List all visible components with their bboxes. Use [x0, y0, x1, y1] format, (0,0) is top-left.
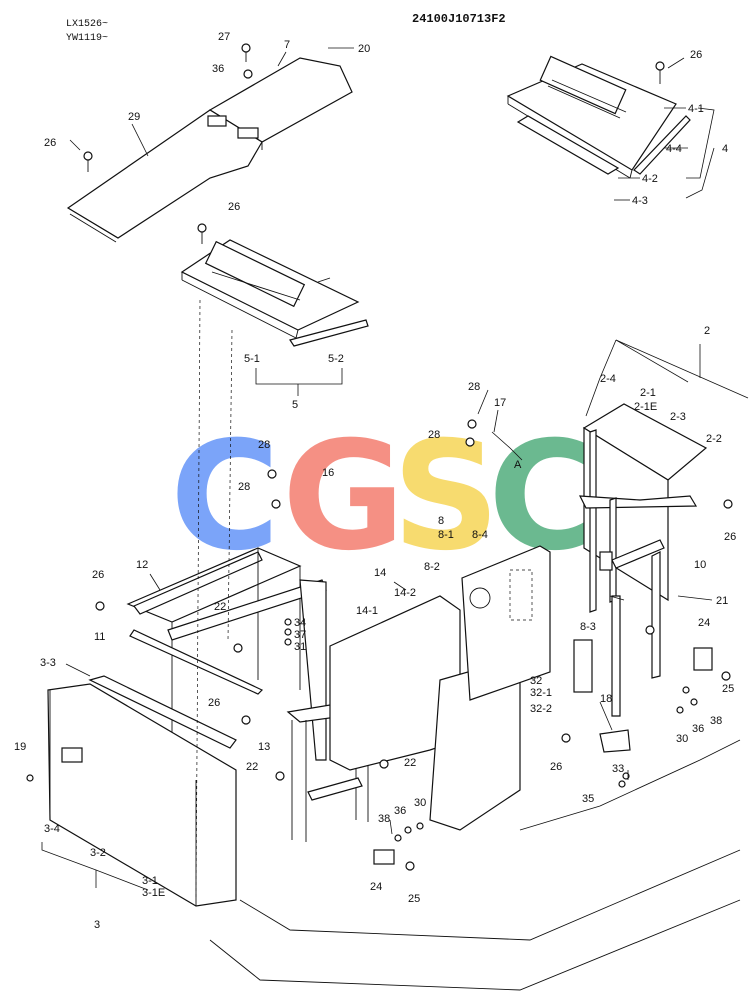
floor-mat-assembly: [180, 239, 369, 347]
callout: 10: [694, 559, 706, 571]
callout: 22: [214, 601, 226, 613]
drawing-code: 24100J10713F2: [412, 12, 506, 26]
callout: 33: [612, 763, 624, 775]
model-label: YW1119~: [66, 33, 108, 44]
rear-frame: [578, 403, 708, 717]
callout: 28: [468, 381, 480, 393]
callout: 36: [394, 805, 406, 817]
callout: 5-2: [328, 353, 344, 365]
callout: 32: [530, 675, 542, 687]
watermark-letter: S: [392, 410, 500, 584]
leader-lines: [41, 47, 749, 891]
fasteners: [26, 43, 733, 871]
callout: 22: [246, 761, 258, 773]
callout: 2-4: [600, 373, 616, 385]
callout: 4-4: [666, 143, 682, 155]
watermark: C G S C: [170, 410, 598, 584]
callout: 19: [14, 741, 26, 753]
callout: 11: [94, 631, 105, 643]
callout: 20: [358, 43, 370, 55]
callout: 28: [258, 439, 270, 451]
callout: 27: [218, 31, 230, 43]
callout: 3-3: [40, 657, 56, 669]
callout: 3-1E: [142, 887, 165, 899]
callout: 14-2: [394, 587, 416, 599]
callout: 36: [692, 723, 704, 735]
callout: 4-1: [688, 103, 704, 115]
callout: 4-3: [632, 195, 648, 207]
watermark-letter: G: [282, 410, 405, 584]
callout: A: [514, 459, 522, 471]
callout: 28: [428, 429, 440, 441]
callout: 26: [550, 761, 562, 773]
callout: 2: [704, 325, 710, 337]
callout: 2-1: [640, 387, 656, 399]
callout: 32-1: [530, 687, 552, 699]
callout: 31: [294, 641, 306, 653]
callout: 30: [676, 733, 688, 745]
callout: 38: [710, 715, 722, 727]
callout: 5-1: [244, 353, 260, 365]
callout: 8: [438, 515, 444, 527]
callout: 26: [92, 569, 104, 581]
callout: 12: [136, 559, 148, 571]
footrest-mat-assembly: [506, 55, 691, 179]
callout-labels: 27 7 20 36 29 26 26 26 4-1 4-4 4 4-2 4-3…: [14, 31, 736, 931]
callout: 26: [724, 531, 736, 543]
floor-plate-assembly: [66, 57, 353, 243]
callout: 30: [414, 797, 426, 809]
callout: 8-3: [580, 621, 596, 633]
callout: 22: [404, 757, 416, 769]
callout: 36: [212, 63, 224, 75]
callout: 8-1: [438, 529, 454, 541]
callout: 35: [582, 793, 594, 805]
callout: 8-4: [472, 529, 488, 541]
callout: 17: [494, 397, 506, 409]
callout: 29: [128, 111, 140, 123]
callout: 14: [374, 567, 386, 579]
callout: 4-2: [642, 173, 658, 185]
callout: 38: [378, 813, 390, 825]
callout: 3-2: [90, 847, 106, 859]
callout: 7: [284, 39, 290, 51]
callout: 21: [716, 595, 728, 607]
model-label: LX1526~: [66, 19, 108, 30]
callout: 25: [722, 683, 734, 695]
callout: 2-1E: [634, 401, 657, 413]
callout: 8-2: [424, 561, 440, 573]
callout: 2-2: [706, 433, 722, 445]
callout: 4: [722, 143, 728, 155]
callout: 25: [408, 893, 420, 905]
callout: 3-1: [142, 875, 158, 887]
callout: 26: [44, 137, 56, 149]
callout: 2-3: [670, 411, 686, 423]
centre-panel: [329, 545, 551, 831]
callout: 28: [238, 481, 250, 493]
callout: 24: [698, 617, 710, 629]
callout: 26: [228, 201, 240, 213]
callout: 3: [94, 919, 100, 931]
callout: 34: [294, 617, 306, 629]
callout: 3-4: [44, 823, 60, 835]
callout: 32-2: [530, 703, 552, 715]
callout: 14-1: [356, 605, 378, 617]
callout: 13: [258, 741, 270, 753]
callout: 37: [294, 629, 306, 641]
callout: 18: [600, 693, 612, 705]
callout: 26: [208, 697, 220, 709]
callout: 26: [690, 49, 702, 61]
chassis-outline: [195, 299, 741, 991]
callout: 5: [292, 399, 298, 411]
callout: 16: [322, 467, 334, 479]
callout: 24: [370, 881, 382, 893]
